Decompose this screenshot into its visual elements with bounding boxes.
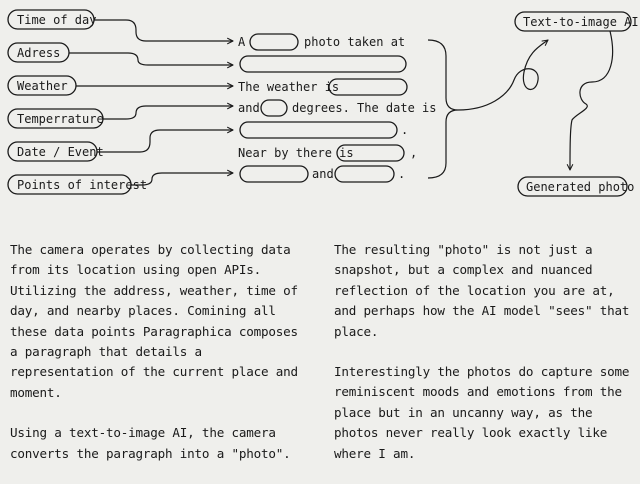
paragraph-text: and (238, 101, 260, 115)
input-points-of-interest: Points of interest (7, 174, 147, 195)
description-paragraph: Using a text-to-image AI, the camera con… (10, 425, 291, 461)
paragraph-text: photo taken at (304, 35, 405, 49)
ai-node: Text-to-image AI (514, 11, 639, 32)
paragraph-template: A photo taken at The weather is and degr… (238, 33, 437, 183)
blank-slot (336, 144, 405, 162)
blank-slot (239, 55, 407, 73)
blank-slot (239, 165, 309, 183)
svg-text:Time of day: Time of day (17, 13, 96, 27)
input-wires (69, 19, 233, 186)
blank-slot (249, 33, 299, 51)
blank-slot (260, 99, 288, 117)
svg-text:Generated photo: Generated photo (526, 180, 634, 194)
input-temperature: Temperrature (7, 108, 104, 129)
description-paragraph: The camera operates by collecting data f… (10, 242, 298, 400)
blank-slot (328, 78, 408, 96)
svg-text:Text-to-image AI: Text-to-image AI (523, 15, 639, 29)
ai-to-output-wire (570, 30, 614, 170)
paragraph-text: Near by there is (238, 146, 354, 160)
svg-text:Points of interest: Points of interest (17, 178, 147, 192)
paragraph-text: . (398, 167, 405, 181)
paragraphica-diagram: Time of day Adress Weather Temperrature … (7, 9, 639, 197)
paragraph-text: , (410, 146, 417, 160)
paragraph-text: A (238, 35, 246, 49)
description-paragraph: The resulting "photo" is not just a snap… (334, 242, 630, 339)
input-date-event: Date / Event (7, 141, 104, 162)
description-left: The camera operates by collecting data f… (10, 240, 310, 484)
paragraph-text: The weather is (238, 80, 339, 94)
input-time-of-day: Time of day (7, 9, 96, 30)
svg-text:Temperrature: Temperrature (17, 112, 104, 126)
description-paragraph: Interestingly the photos do capture some… (334, 364, 630, 461)
svg-text:Date / Event: Date / Event (17, 145, 104, 159)
svg-text:Weather: Weather (17, 79, 68, 93)
output-node: Generated photo (517, 176, 634, 197)
blank-slot (239, 121, 398, 139)
description-right: The resulting "photo" is not just a snap… (334, 240, 634, 484)
input-weather: Weather (7, 75, 77, 96)
paragraph-to-ai-wire (457, 40, 548, 111)
input-address: Adress (7, 42, 70, 63)
paragraph-text: and (312, 167, 334, 181)
svg-text:Adress: Adress (17, 46, 60, 60)
paragraph-text: . (401, 123, 408, 137)
blank-slot (334, 165, 395, 183)
paragraph-text: degrees. The date is (292, 101, 437, 115)
